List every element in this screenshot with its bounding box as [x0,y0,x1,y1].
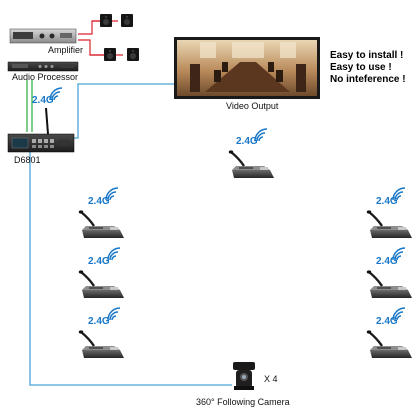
camera-label: 360° Following Camera [196,397,290,407]
wireless-band-label: 2.4G [88,256,110,267]
d6801-controller [7,107,75,153]
video-output-screen [174,37,320,99]
wireless-band-label: 2.4G [32,95,54,106]
amplifier-unit [9,28,77,44]
video-output-label: Video Output [226,101,279,111]
audio-processor-label: Audio Processor [12,72,79,82]
wireless-band-label: 2.4G [376,316,398,327]
speaker-icon [100,14,139,61]
tagline-use: Easy to use ! [330,62,392,73]
wireless-band-label: 2.4G [236,136,258,147]
audio-processor-unit [7,61,79,72]
wireless-band-label: 2.4G [88,196,110,207]
tagline-interference: No inteference ! [330,74,406,85]
wireless-band-label: 2.4G [376,256,398,267]
amplifier-label: Amplifier [48,45,84,55]
controller-label: D6801 [14,155,41,165]
camera-count-label: X 4 [264,374,278,384]
camera-icon [233,362,255,390]
wireless-band-label: 2.4G [376,196,398,207]
microphone-icon [77,149,414,360]
wireless-band-label: 2.4G [88,316,110,327]
tagline-install: Easy to install ! [330,50,404,61]
